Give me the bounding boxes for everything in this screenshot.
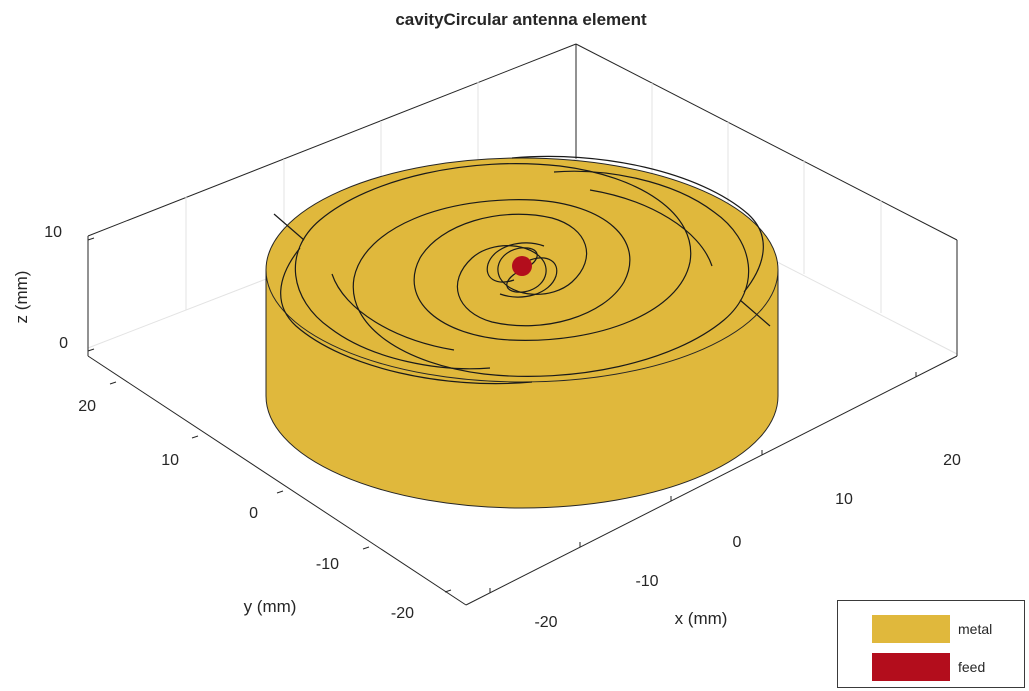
legend-label-feed: feed [958, 659, 986, 675]
spiral-arm-outline [739, 299, 771, 327]
plot-title: cavityCircular antenna element [395, 10, 647, 29]
x-tick-label: 10 [835, 491, 853, 508]
y-axis-label: y (mm) [244, 597, 297, 616]
legend-label-metal: metal [958, 621, 993, 637]
feed-point [512, 256, 532, 276]
legend-swatch-metal [872, 615, 950, 643]
x-tick-label: 20 [943, 452, 961, 469]
axes-box-back [87, 43, 958, 241]
spiral-arm-outline [589, 189, 713, 267]
z-axis-label: z (mm) [12, 271, 31, 324]
x-tick-labels: -20 -10 0 10 20 [534, 452, 961, 631]
y-tick-label: -20 [391, 605, 414, 622]
legend-item-feed: feed [872, 653, 985, 681]
x-tick-label: -10 [635, 573, 658, 590]
axes-box-front [87, 236, 958, 606]
x-axis-label: x (mm) [675, 609, 728, 628]
legend: metal feed [837, 600, 1025, 688]
z-tick-labels: 10 0 [44, 224, 68, 352]
y-tick-label: 20 [78, 398, 96, 415]
y-tick-label: 10 [161, 452, 179, 469]
spiral-arm-outline [273, 213, 305, 241]
spiral-arm-outline [280, 247, 533, 385]
spiral-arm-outline [352, 170, 750, 377]
legend-swatch-feed [872, 653, 950, 681]
spiral-arm-outline [331, 273, 455, 351]
x-tick-label: 0 [733, 534, 742, 551]
y-tick-label: 0 [249, 505, 258, 522]
spiral-arm-outline [294, 163, 692, 370]
z-tick-label: 10 [44, 224, 62, 241]
tick-marks [87, 237, 917, 593]
y-tick-label: -10 [316, 556, 339, 573]
z-tick-label: 0 [59, 335, 68, 352]
spiral-arms [273, 155, 771, 385]
spiral-arm-outline [499, 257, 558, 298]
x-tick-label: -20 [534, 614, 557, 631]
cavity-cylinder [265, 157, 779, 509]
y-tick-labels: 20 10 0 -10 -20 [78, 398, 414, 622]
spiral-arm-outline [486, 242, 545, 283]
spiral-arm-outline [511, 155, 764, 293]
legend-item-metal: metal [872, 615, 992, 643]
